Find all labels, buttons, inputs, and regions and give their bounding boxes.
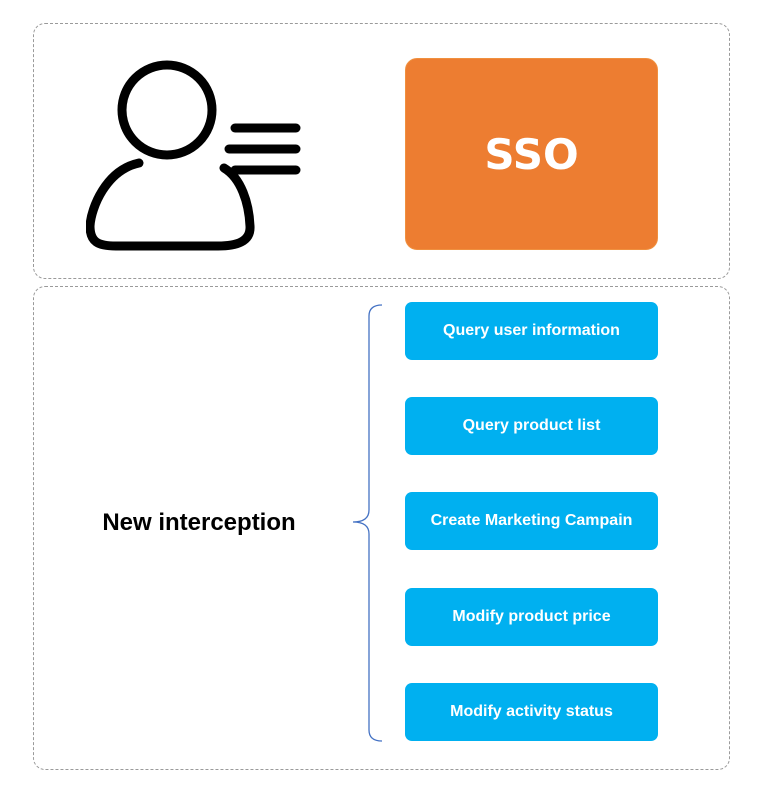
action-modify-product-price[interactable]: Modify product price [405, 588, 658, 646]
action-label: Query user information [443, 322, 620, 339]
top-panel [33, 23, 730, 279]
action-label: Create Marketing Campain [430, 512, 633, 529]
action-label: Modify product price [452, 608, 611, 625]
action-label: Modify activity status [450, 703, 613, 720]
action-modify-activity-status[interactable]: Modify activity status [405, 683, 658, 741]
action-label: Query product list [462, 417, 601, 434]
bottom-panel [33, 286, 730, 770]
action-create-marketing-campaign[interactable]: Create Marketing Campain [405, 492, 658, 550]
action-query-user-information[interactable]: Query user information [405, 302, 658, 360]
action-query-product-list[interactable]: Query product list [405, 397, 658, 455]
new-interception-label: New interception [102, 509, 296, 536]
sso-label: SSO [484, 129, 579, 179]
user-icon [86, 60, 301, 251]
left-curly-brace [352, 304, 383, 742]
sso-box[interactable]: SSO [405, 58, 658, 250]
